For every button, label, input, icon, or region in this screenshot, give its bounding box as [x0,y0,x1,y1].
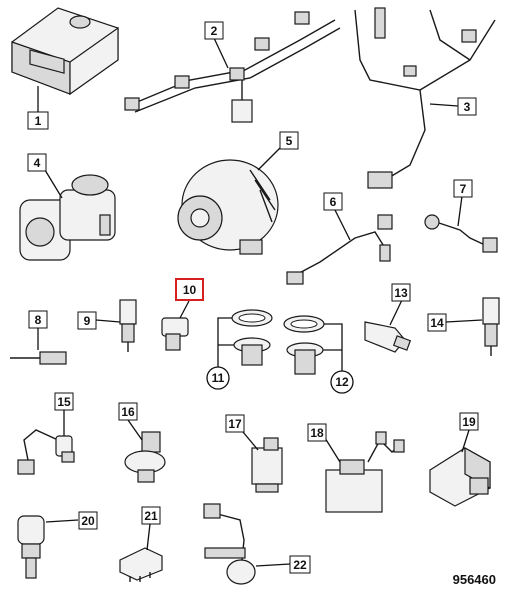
svg-text:2: 2 [211,24,218,38]
callout-11: 11 [206,366,230,390]
part-5-alternator[interactable] [177,159,279,255]
svg-text:10: 10 [183,283,197,297]
callout-13: 13 [391,283,411,302]
callout-18: 18 [307,423,327,442]
part-14-switch[interactable] [482,297,500,356]
part-17-relay[interactable] [251,437,283,493]
svg-text:9: 9 [84,314,91,328]
svg-text:19: 19 [462,415,476,429]
part-3-engine-harness[interactable] [354,7,496,189]
svg-text:6: 6 [330,195,337,209]
part-9-sensor[interactable] [119,299,137,352]
callout-6: 6 [323,192,343,211]
callout-5: 5 [279,131,299,150]
callout-22: 22 [289,555,311,574]
callout-7: 7 [453,179,473,198]
part-6-sensor-harness[interactable] [286,214,393,285]
svg-text:7: 7 [460,182,467,196]
svg-text:17: 17 [228,417,242,431]
callout-16: 16 [118,402,138,421]
callout-8: 8 [28,310,48,329]
part-10-sensor[interactable] [161,317,189,351]
part-18-coil-assembly[interactable] [325,431,405,513]
svg-text:11: 11 [212,371,225,385]
part-15-sensor[interactable] [17,429,75,475]
part-13-sensor[interactable] [364,321,412,353]
callout-14: 14 [427,313,447,332]
part-8-glow-plug[interactable] [10,351,67,365]
svg-text:18: 18 [310,426,324,440]
callout-12: 12 [330,370,354,394]
part-20-sensor[interactable] [17,515,45,579]
callout-21: 21 [141,506,161,525]
figure-reference: 956460 [453,572,496,587]
callout-17: 17 [225,414,245,433]
part-22-sensor[interactable] [203,503,256,585]
callout-9: 9 [77,311,97,330]
svg-text:20: 20 [81,514,95,528]
callout-3: 3 [457,97,477,116]
part-2-harness[interactable] [124,11,341,123]
part-19-sensor-unit[interactable] [429,446,491,507]
svg-text:13: 13 [394,286,408,300]
callout-4: 4 [27,153,47,172]
part-4-starter-motor[interactable] [19,174,116,261]
svg-text:4: 4 [34,156,41,170]
callout-19: 19 [459,412,479,431]
callout-10-highlighted: 10 [175,278,204,301]
callout-2: 2 [204,21,224,40]
svg-text:3: 3 [464,100,471,114]
svg-text:14: 14 [430,316,444,330]
part-7-sensor[interactable] [424,214,498,253]
callout-20: 20 [78,511,98,530]
svg-text:12: 12 [335,375,349,389]
part-16-sensor[interactable] [124,431,166,483]
svg-text:22: 22 [293,558,307,572]
part-1-ecm[interactable] [11,7,119,96]
svg-text:15: 15 [57,395,71,409]
part-11-thermostat[interactable] [231,309,273,366]
part-21-relay-module[interactable] [119,547,163,582]
svg-text:5: 5 [286,134,293,148]
callout-1: 1 [27,111,49,130]
svg-text:16: 16 [121,405,135,419]
part-12-thermostat[interactable] [283,315,325,375]
svg-text:1: 1 [35,114,42,128]
callout-15: 15 [54,392,74,411]
svg-text:8: 8 [35,313,42,327]
svg-text:21: 21 [144,509,158,523]
